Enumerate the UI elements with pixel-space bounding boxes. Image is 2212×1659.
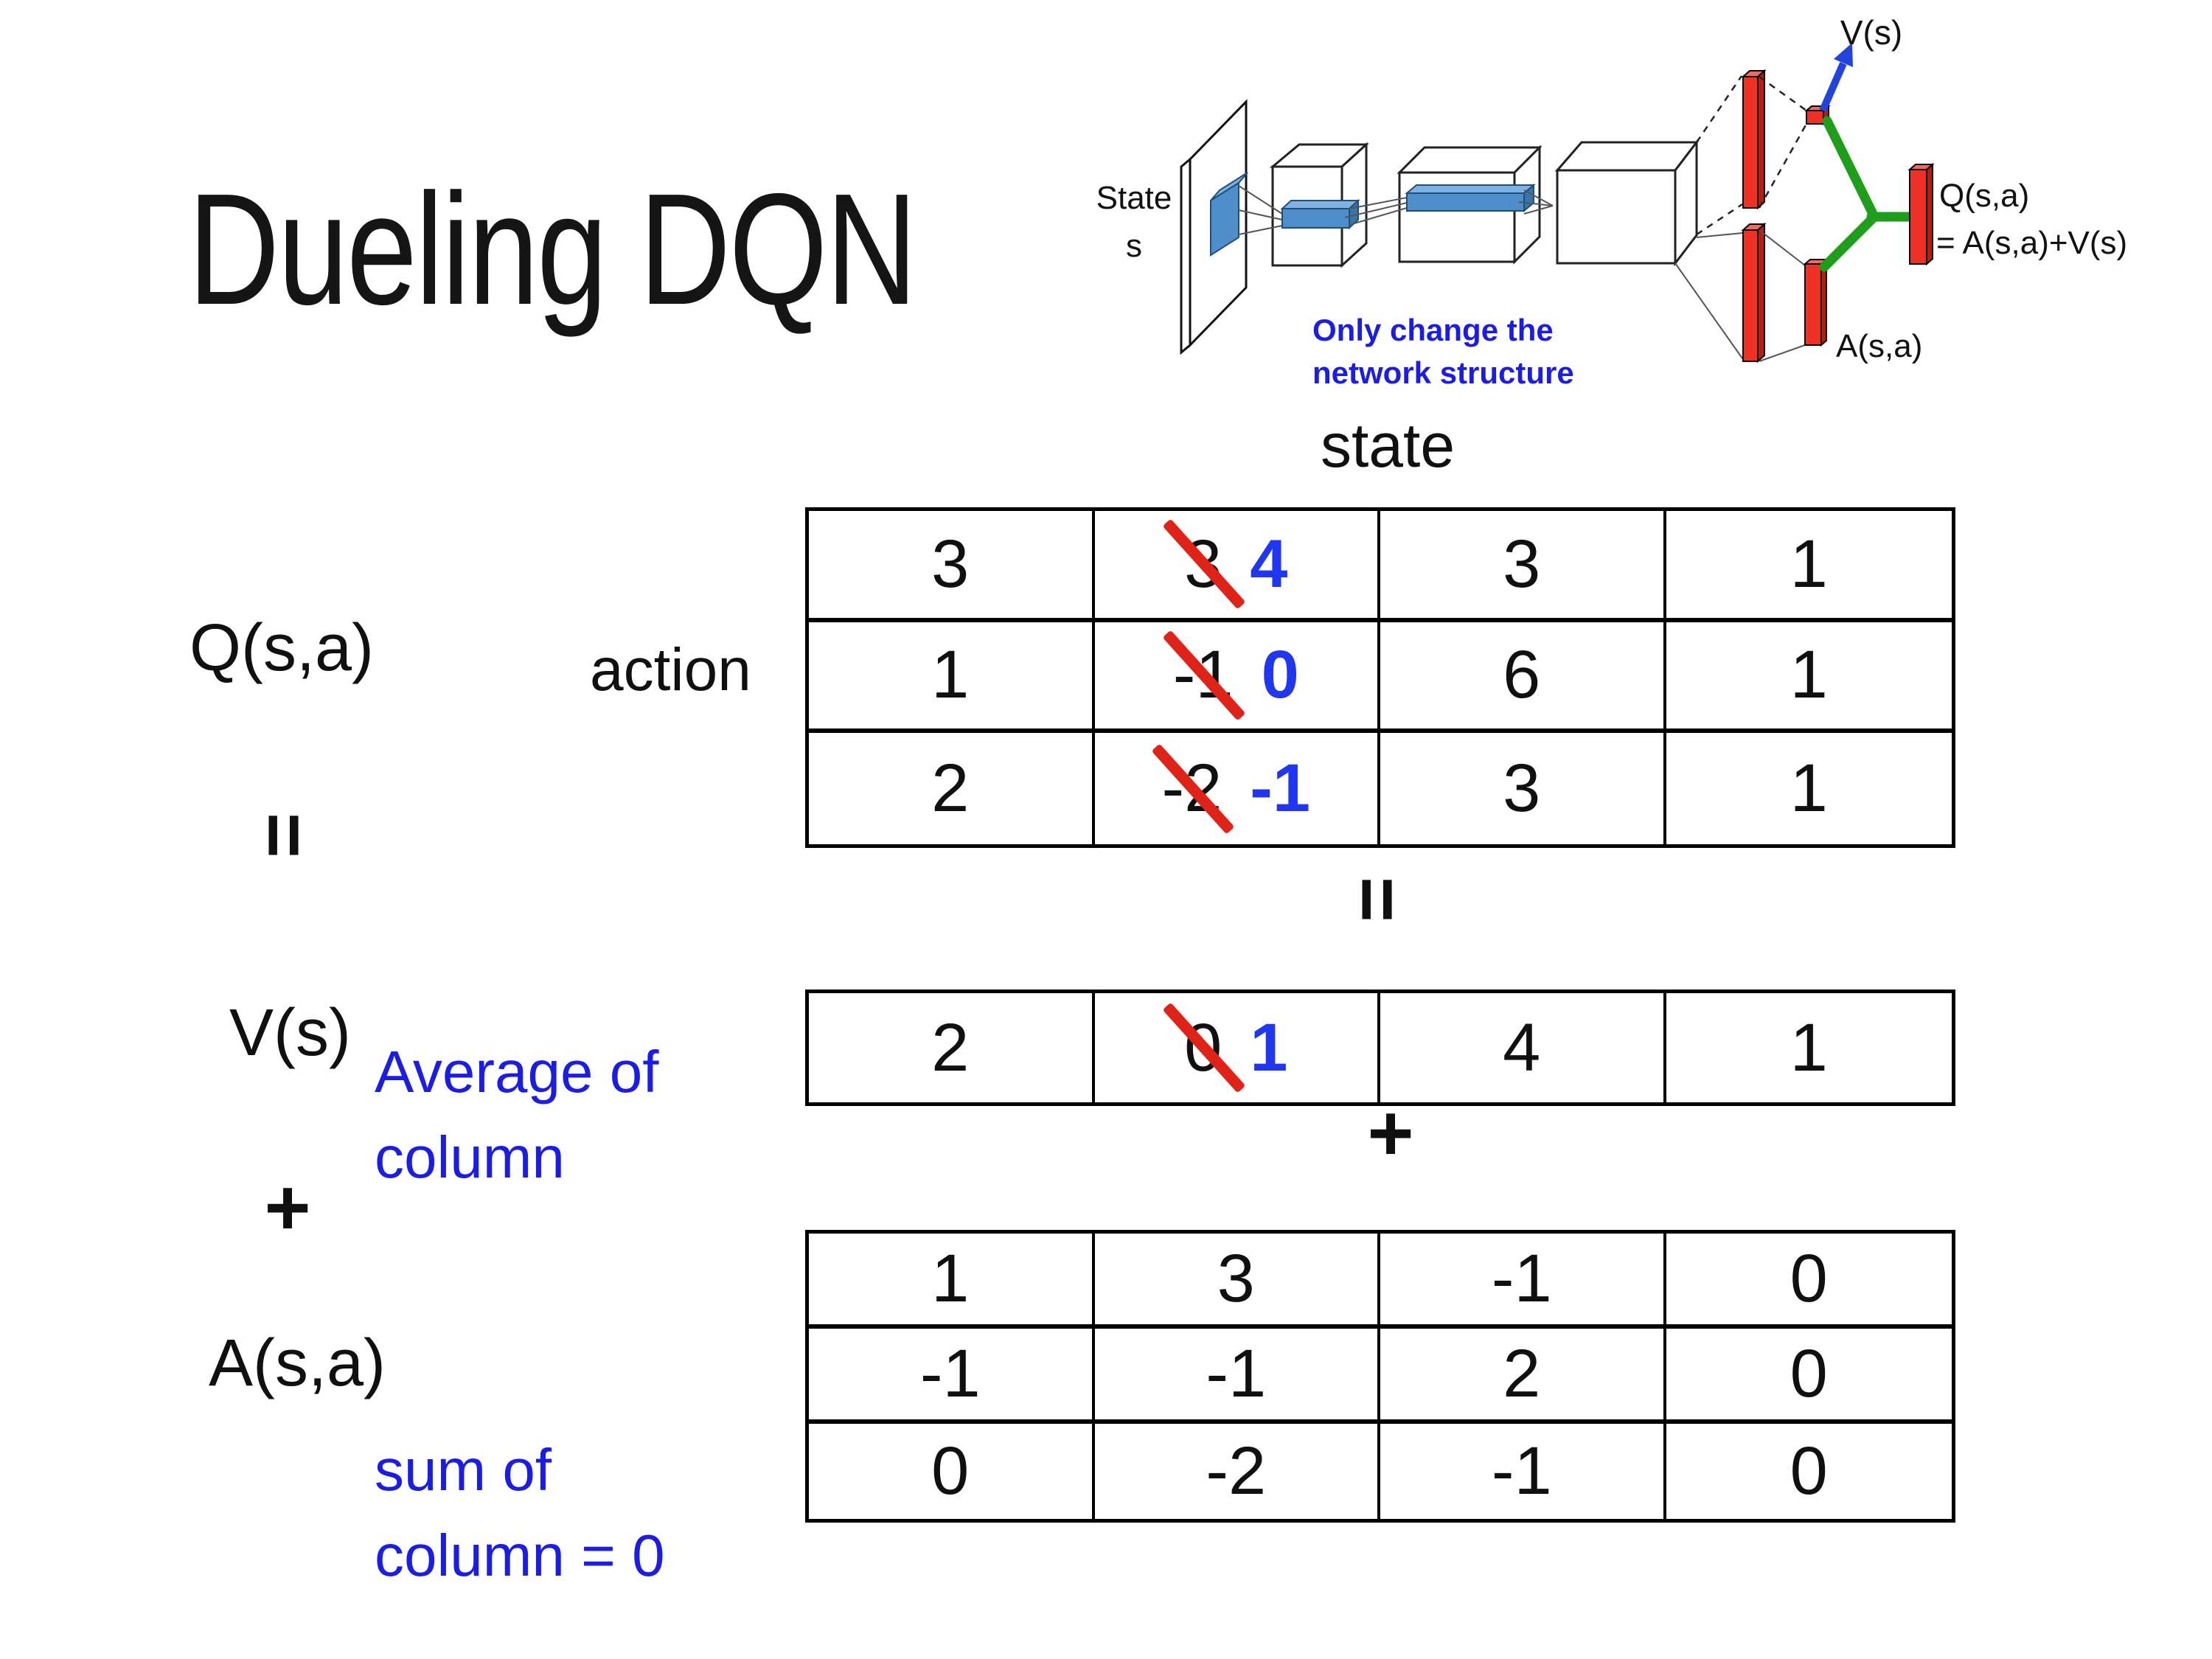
a-cell-r2c2: -1 [1380, 1424, 1666, 1519]
q-cell-r0c2: 3 [1380, 511, 1666, 622]
new-value: 1 [1250, 1009, 1288, 1085]
q-table: 3 3 4 3 1 1 -1 0 6 1 2 -2 -1 3 1 [805, 507, 1955, 848]
q-output-bar [1907, 162, 1935, 266]
a-cell-r2c0: 0 [809, 1424, 1095, 1519]
value-node-lines [1758, 75, 1808, 209]
diagram-q-output-label-line2: = A(s,a)+V(s) [1936, 225, 2127, 261]
a-function-label: A(s,a) [209, 1326, 386, 1400]
a-cell-r0c3: 0 [1666, 1234, 1952, 1329]
fc-layer-box [1554, 139, 1700, 267]
diagram-a-output-label: A(s,a) [1836, 328, 1922, 364]
a-cell-r0c0: 1 [809, 1234, 1095, 1329]
old-value: -1 [1162, 630, 1246, 721]
a-cell-r2c1: -2 [1095, 1424, 1380, 1519]
advantage-node-lines [1759, 229, 1806, 362]
q-cell-r1c0: 1 [809, 622, 1095, 734]
v-function-label: V(s) [229, 996, 351, 1070]
q-cell-r2c2: 3 [1380, 733, 1666, 844]
q-cell-r2c1-corrected: -2 -1 [1095, 733, 1380, 844]
average-note-line2: column [375, 1124, 565, 1190]
sum-note-line1: sum of [375, 1437, 552, 1503]
v-cell-c1-corrected: 0 1 [1095, 993, 1380, 1102]
new-value: -1 [1250, 751, 1311, 827]
diagram-state-s-label: s [1126, 228, 1142, 264]
diagram-note-line2: network structure [1312, 355, 1574, 390]
old-value: -2 [1151, 743, 1235, 835]
v-cell-c2: 4 [1380, 993, 1666, 1102]
merge-connector [1819, 116, 1915, 272]
state-axis-label: state [1320, 411, 1455, 480]
diagram-note-line1: Only change the [1312, 313, 1554, 347]
conv-layer-box-2 [1397, 145, 1543, 265]
a-cell-r1c0: -1 [809, 1329, 1095, 1424]
value-stream-bar [1741, 69, 1767, 210]
q-cell-r2c3: 1 [1790, 751, 1828, 827]
q-cell-r1c2: 6 [1380, 622, 1666, 734]
old-value: 0 [1162, 1002, 1246, 1093]
v-table: 2 0 1 4 1 [805, 990, 1955, 1106]
diagram-v-output-label: V(s) [1840, 13, 1902, 52]
feature-map-1 [1280, 198, 1360, 230]
advantage-stream-bar [1741, 222, 1767, 364]
plus-sign-left: + [264, 1162, 311, 1252]
diagram-state-label: State [1096, 180, 1172, 216]
conv-filter-wedge [1210, 172, 1248, 257]
projection-lines-1 [1238, 185, 1283, 235]
q-cell-r1c3: 1 [1666, 622, 1952, 734]
average-note-line1: Average of [375, 1039, 659, 1105]
a-table: 1 3 -1 0 -1 -1 2 0 0 -2 -1 0 [805, 1230, 1955, 1523]
projection-lines-2 [1344, 197, 1408, 226]
page-title: Dueling DQN [188, 160, 917, 338]
equals-sign-center: = [1334, 877, 1422, 922]
diagram-q-output-label-line1: Q(s,a) [1939, 178, 2029, 214]
a-cell-r1c2: 2 [1380, 1329, 1666, 1424]
advantage-node [1803, 257, 1829, 347]
a-cell-r2c3: 0 [1790, 1433, 1828, 1509]
old-value: 3 [1162, 518, 1246, 610]
q-function-label: Q(s,a) [189, 611, 375, 685]
v-cell-c3: 1 [1790, 1009, 1828, 1085]
q-cell-r0c3: 1 [1666, 511, 1952, 622]
v-cell-c0: 2 [809, 993, 1095, 1102]
a-cell-r1c3: 0 [1666, 1329, 1952, 1424]
new-value: 0 [1261, 637, 1299, 713]
q-cell-r0c0: 3 [809, 511, 1095, 622]
projection-lines-3 [1518, 189, 1554, 215]
a-cell-r0c1: 3 [1094, 1234, 1380, 1329]
value-arrow [1819, 43, 1853, 113]
network-diagram: State s V(s) Q(s,a) = A(s,a)+V(s) A(s,a)… [1096, 13, 2128, 390]
equals-sign-left: = [240, 813, 328, 858]
q-cell-r0c1-corrected: 3 4 [1094, 511, 1380, 622]
sum-note-line2: column = 0 [375, 1523, 665, 1588]
q-cell-r2c0: 2 [809, 733, 1095, 844]
a-cell-r0c2: -1 [1380, 1234, 1666, 1329]
action-axis-label: action [590, 636, 751, 703]
a-cell-r1c1: -1 [1094, 1329, 1380, 1424]
feature-map-2 [1405, 183, 1536, 213]
sum-of-column-note: sum of column = 0 [375, 1427, 665, 1599]
new-value: 4 [1250, 526, 1288, 602]
q-cell-r1c1-corrected: -1 0 [1094, 622, 1380, 734]
average-of-column-note: Average of column [375, 1029, 658, 1200]
stream-split-lines [1674, 75, 1743, 359]
